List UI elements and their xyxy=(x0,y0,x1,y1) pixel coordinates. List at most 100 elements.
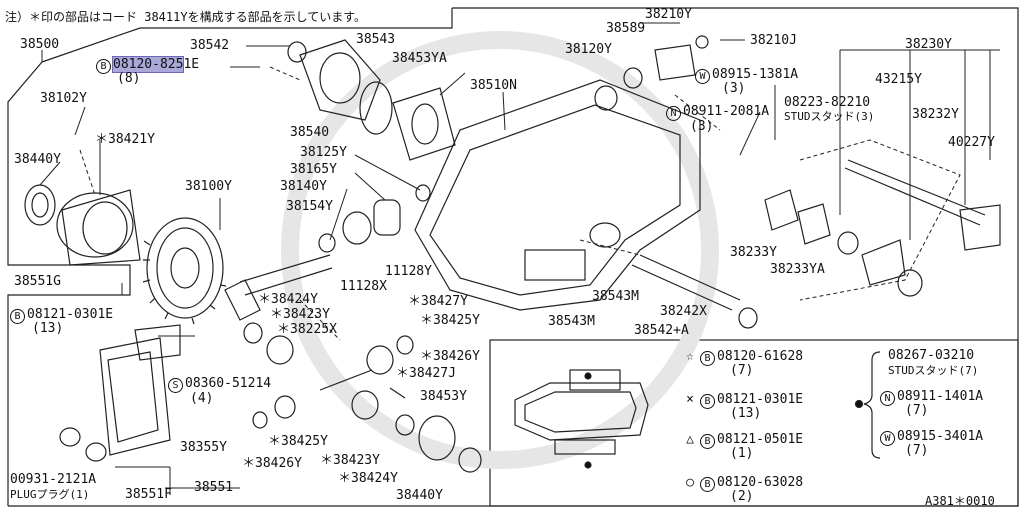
spacer-38165Y xyxy=(373,199,401,236)
part-38440Y-upper[interactable]: 38440Y xyxy=(14,152,61,167)
part-38427Y[interactable]: ＊38427Y xyxy=(408,294,468,309)
pin-38427J xyxy=(389,387,406,399)
part-11128X[interactable]: 11128X xyxy=(340,279,387,294)
part-11128Y[interactable]: 11128Y xyxy=(385,264,432,279)
ring-gear-drawing xyxy=(142,217,227,325)
washer-38140Y xyxy=(318,233,336,253)
part-38425Y-lower[interactable]: ＊38425Y xyxy=(268,434,328,449)
part-38120Y[interactable]: 38120Y xyxy=(565,42,612,57)
part-08223-82210[interactable]: 08223-82210 xyxy=(784,95,871,110)
rear-cover-drawing xyxy=(59,324,181,462)
part-38421Y[interactable]: ＊38421Y xyxy=(95,132,155,147)
star-icon: ☆ xyxy=(686,349,694,364)
part-38230Y[interactable]: 38230Y xyxy=(905,37,952,52)
legend-stud-part[interactable]: 08267-03210 xyxy=(888,348,975,363)
part-38423Y-upper[interactable]: ＊38423Y xyxy=(270,307,330,322)
n-circle-icon: N xyxy=(666,106,681,121)
part-38233Y[interactable]: 38233Y xyxy=(730,245,777,260)
part-38233YA[interactable]: 38233YA xyxy=(770,262,825,277)
part-38210Y[interactable]: 38210Y xyxy=(645,7,692,22)
part-38426Y-upper[interactable]: ＊38426Y xyxy=(420,349,480,364)
part-38453YA[interactable]: 38453YA xyxy=(392,51,447,66)
part-38543[interactable]: 38543 xyxy=(356,32,396,47)
leader-lines xyxy=(39,22,1000,495)
part-38543M-b[interactable]: 38543M xyxy=(548,314,595,329)
part-38125Y[interactable]: 38125Y xyxy=(300,145,347,160)
part-00931-2121A[interactable]: 00931-2121A xyxy=(10,472,97,487)
legend-qty-triangle: (1) xyxy=(730,446,754,461)
frame-left xyxy=(7,61,131,506)
qty-13a: (13) xyxy=(32,321,64,336)
w-circle-icon: W xyxy=(695,69,710,84)
axle-shaft-drawing xyxy=(764,159,1001,297)
triangle-icon: △ xyxy=(686,432,694,447)
part-38551G[interactable]: 38551G xyxy=(14,274,61,289)
part-38102Y[interactable]: 38102Y xyxy=(40,91,87,106)
part-38510N[interactable]: 38510N xyxy=(470,78,517,93)
circle-icon: ○ xyxy=(686,475,694,490)
legend-bullet xyxy=(854,399,864,409)
part-38154Y[interactable]: 38154Y xyxy=(286,199,333,214)
cover-drawing xyxy=(299,39,456,161)
part-40227Y[interactable]: 40227Y xyxy=(948,135,995,150)
part-38423Y-lower[interactable]: ＊38423Y xyxy=(320,453,380,468)
s-circle-icon: S xyxy=(168,378,183,393)
part-38427J[interactable]: ＊38427J xyxy=(396,366,456,381)
part-38424Y-upper[interactable]: ＊38424Y xyxy=(258,292,318,307)
part-38100Y[interactable]: 38100Y xyxy=(185,179,232,194)
b-circle-icon: B xyxy=(10,309,25,324)
plug-note: PLUGプラグ(1) xyxy=(10,488,90,501)
w-circle-icon: W xyxy=(880,431,895,446)
part-38551F[interactable]: 38551F xyxy=(125,487,172,502)
bearing-38120Y xyxy=(594,85,618,111)
part-38589[interactable]: 38589 xyxy=(606,21,646,36)
seal-38453Y xyxy=(458,447,482,473)
legend-stud-note: STUDスタッド(7) xyxy=(888,364,979,377)
highlighted-part-code: 08120-825 xyxy=(111,56,185,73)
watermark-ring xyxy=(281,31,719,469)
part-38424Y-lower[interactable]: ＊38424Y xyxy=(338,471,398,486)
part-38140Y[interactable]: 38140Y xyxy=(280,179,327,194)
flange-38210Y xyxy=(654,44,696,81)
part-38542A[interactable]: 38542+A xyxy=(634,323,689,338)
pinion-shaft-38427Y xyxy=(319,369,373,391)
part-38232Y[interactable]: 38232Y xyxy=(912,107,959,122)
bearing-38440Y-lower xyxy=(418,415,456,461)
part-38355Y[interactable]: 38355Y xyxy=(180,440,227,455)
part-38426Y-lower[interactable]: ＊38426Y xyxy=(242,456,302,471)
legend-qty-cross: (13) xyxy=(730,406,762,421)
part-38542[interactable]: 38542 xyxy=(190,38,230,53)
part-38165Y[interactable]: 38165Y xyxy=(290,162,337,177)
part-43215Y[interactable]: 43215Y xyxy=(875,72,922,87)
part-38551[interactable]: 38551 xyxy=(194,480,234,495)
b-circle-icon: B xyxy=(700,477,715,492)
part-38440Y-lower[interactable]: 38440Y xyxy=(396,488,443,503)
part-38210J[interactable]: 38210J xyxy=(750,33,797,48)
part-38543M-a[interactable]: 38543M xyxy=(592,289,639,304)
qty-8: (8) xyxy=(117,71,141,86)
part-38500[interactable]: 38500 xyxy=(20,37,60,52)
diff-housing-drawing xyxy=(414,79,701,311)
header-note: 注）＊印の部品はコード 38411Yを構成する部品を示しています。 xyxy=(5,10,367,24)
part-38453Y[interactable]: 38453Y xyxy=(420,389,467,404)
part-38540[interactable]: 38540 xyxy=(290,125,330,140)
part-38242X[interactable]: 38242X xyxy=(660,304,707,319)
part-38425Y-upper[interactable]: ＊38425Y xyxy=(420,313,480,328)
part-38225X[interactable]: ＊38225X xyxy=(277,322,337,337)
bearing-38154Y xyxy=(342,211,372,245)
b-circle-icon: B xyxy=(700,434,715,449)
b-circle-icon: B xyxy=(96,59,111,74)
legend-bolt-pattern xyxy=(514,369,649,469)
